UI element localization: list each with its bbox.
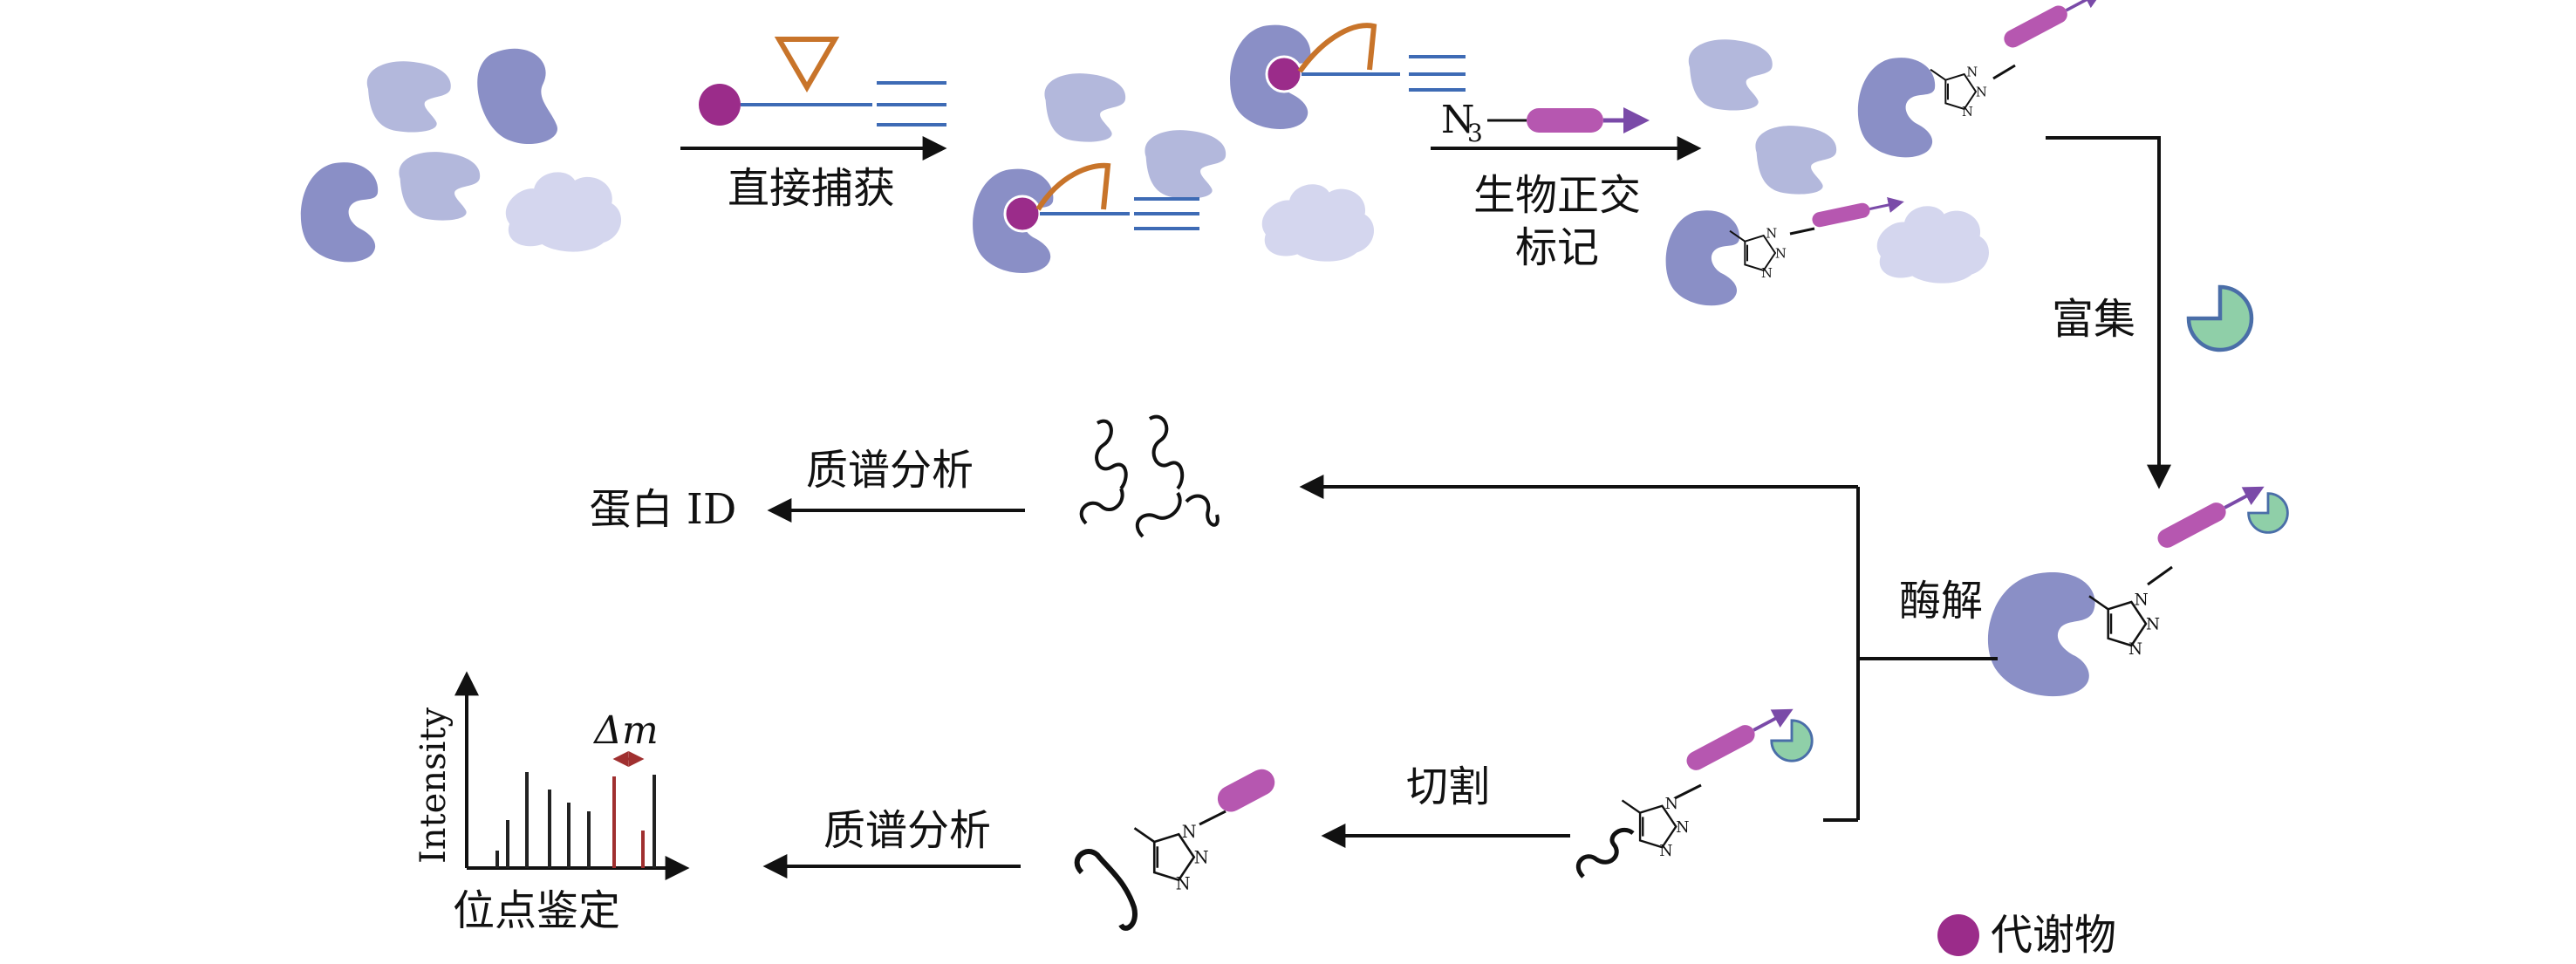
label-ms-analysis-top: 质谱分析 bbox=[806, 448, 974, 494]
cleaved-peptide bbox=[1074, 769, 1275, 931]
tag-arrow bbox=[1811, 195, 1903, 228]
protein-bound bbox=[1987, 571, 2095, 697]
triazole-ring bbox=[1930, 64, 1988, 120]
label-protein-id: 蛋白 ID bbox=[590, 485, 737, 534]
tag-capsule bbox=[1217, 769, 1275, 812]
protein-shape bbox=[1145, 130, 1227, 199]
protein-pool-left bbox=[300, 44, 622, 263]
protein-shape bbox=[300, 162, 379, 263]
label-direct-capture: 直接捕获 bbox=[728, 166, 895, 212]
legend-metabolite-label: 代谢物 bbox=[1991, 913, 2116, 959]
triazole-ring bbox=[1133, 820, 1210, 895]
protein-shape bbox=[472, 44, 559, 151]
azide-symbol: N bbox=[1441, 98, 1475, 142]
protein-labeled bbox=[1857, 58, 1936, 158]
photo-crosslinker-triangle bbox=[774, 37, 840, 92]
arrow-enrichment bbox=[2046, 136, 2171, 489]
label-enrichment: 富集 bbox=[2052, 297, 2135, 343]
protein-shape bbox=[1261, 184, 1374, 262]
protein-labeled bbox=[1665, 210, 1739, 306]
label-delta-m: Δm bbox=[592, 708, 659, 753]
azide-tag-reagent: N 3 bbox=[1441, 98, 1650, 147]
mass-spectrum: Intensity Δm bbox=[413, 671, 690, 880]
protein-shape bbox=[1876, 206, 1989, 284]
legend-metabolite-dot bbox=[1937, 914, 1979, 956]
metabolite-dot bbox=[1265, 55, 1303, 93]
bead-icon bbox=[2189, 287, 2251, 350]
label-cleavage: 切割 bbox=[1406, 764, 1490, 810]
label-site-identification: 位点鉴定 bbox=[453, 888, 620, 934]
spectrum-peaks-red bbox=[612, 776, 645, 868]
protein-pool-captured bbox=[973, 23, 1466, 273]
protein-shape bbox=[505, 172, 622, 252]
tag-arrow bbox=[1684, 702, 1794, 773]
protein-shape bbox=[1044, 73, 1126, 142]
bead-icon bbox=[2247, 492, 2289, 534]
labeled-peptide-with-bead bbox=[1575, 702, 1814, 879]
label-digestion: 酶解 bbox=[1899, 578, 1983, 625]
azide-subscript: 3 bbox=[1467, 119, 1483, 147]
label-bioorthogonal-1: 生物正交 bbox=[1473, 173, 1641, 219]
label-bioorthogonal-2: 标记 bbox=[1515, 225, 1599, 271]
metabolite-dot bbox=[699, 84, 741, 126]
peptide-fragments bbox=[1079, 414, 1220, 538]
spectrum-peaks-black bbox=[495, 772, 656, 868]
protein-shape bbox=[399, 152, 481, 221]
legend: 代谢物 bbox=[1937, 913, 2116, 959]
label-intensity-axis: Intensity bbox=[413, 708, 454, 864]
tag-arrow bbox=[2001, 0, 2104, 51]
protein-shape bbox=[366, 61, 451, 133]
metabolite-dot bbox=[1003, 195, 1042, 233]
triazole-ring bbox=[2087, 590, 2162, 660]
bead-bound-complex bbox=[1987, 480, 2289, 697]
affinity-probe bbox=[699, 37, 946, 126]
protein-pool-labeled bbox=[1665, 0, 2104, 306]
bead-icon bbox=[1770, 719, 1814, 762]
triazole-ring bbox=[1621, 794, 1691, 861]
protein-shape bbox=[1755, 126, 1837, 195]
label-ms-analysis-bottom: 质谱分析 bbox=[823, 808, 991, 854]
protein-shape bbox=[1688, 39, 1773, 111]
